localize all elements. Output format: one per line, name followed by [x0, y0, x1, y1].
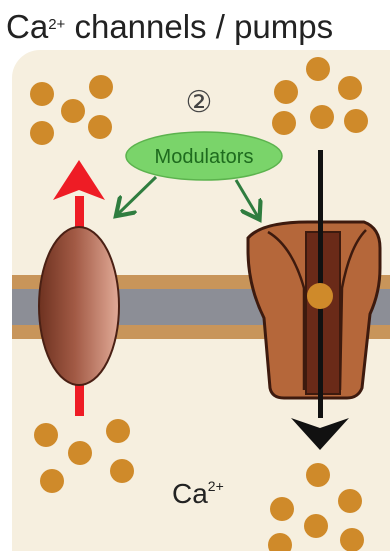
ion-label-ca: Ca	[172, 478, 208, 509]
calcium-ion	[268, 533, 292, 551]
calcium-ion	[106, 419, 130, 443]
calcium-ion	[30, 82, 54, 106]
step-marker: ②	[186, 86, 213, 119]
calcium-ion	[34, 423, 58, 447]
calcium-ion	[88, 115, 112, 139]
modulator-arrow-right	[236, 180, 258, 217]
calcium-ion	[304, 514, 328, 538]
modulators-label: Modulators	[155, 146, 254, 168]
calcium-ion	[306, 463, 330, 487]
ion-label-superscript: 2+	[208, 478, 224, 494]
calcium-ion	[274, 80, 298, 104]
calcium-ion	[40, 469, 64, 493]
calcium-ion	[338, 76, 362, 100]
modulators: Modulators ②	[118, 86, 282, 217]
calcium-ion	[310, 105, 334, 129]
calcium-ion	[89, 75, 113, 99]
calcium-ion	[340, 528, 364, 551]
calcium-ion	[306, 57, 330, 81]
calcium-ion	[110, 459, 134, 483]
calcium-ion-label: Ca2+	[172, 478, 224, 509]
calcium-ion	[270, 497, 294, 521]
calcium-pump-icon	[248, 150, 380, 450]
calcium-ion-cluster-bottom-right	[268, 463, 364, 551]
calcium-ion	[344, 109, 368, 133]
influx-arrow-head	[291, 418, 349, 450]
ion-channel-icon	[39, 160, 119, 416]
calcium-ion-cluster-top-right	[272, 57, 368, 135]
calcium-ion	[68, 441, 92, 465]
efflux-arrow-head	[53, 160, 105, 200]
calcium-ion	[30, 121, 54, 145]
calcium-ion-in-pump	[307, 283, 333, 309]
calcium-ion	[338, 489, 362, 513]
calcium-ion	[272, 111, 296, 135]
modulator-arrow-left	[118, 177, 156, 214]
channel-body	[39, 227, 119, 385]
calcium-ion-cluster-top-left	[30, 75, 113, 145]
calcium-ion-cluster-bottom-left	[34, 419, 134, 493]
calcium-ion	[61, 99, 85, 123]
